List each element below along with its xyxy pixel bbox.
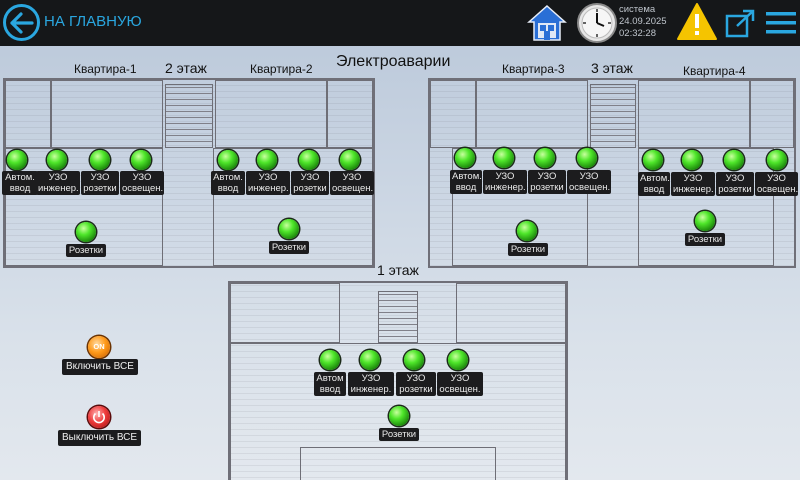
indicator-apt4-rcd-outlets xyxy=(724,150,744,170)
stairs xyxy=(590,84,636,148)
indicator-apt3-rcd-lighting xyxy=(577,148,597,168)
system-label: система xyxy=(619,4,656,15)
indicator-apt3-auto-input xyxy=(455,148,475,168)
system-time: 02:32:28 xyxy=(619,28,656,39)
indicator-apt2-rcd-engineering xyxy=(257,150,277,170)
floor-1-label: 1 этаж xyxy=(377,262,419,278)
enable-all-button[interactable]: Включить ВСЕ xyxy=(62,359,138,375)
tag-apt3-outlets: Розетки xyxy=(508,243,548,256)
indicator-apt1-outlets xyxy=(76,222,96,242)
power-off-icon[interactable] xyxy=(88,406,110,428)
indicator-apt1-rcd-outlets xyxy=(90,150,110,170)
stairs xyxy=(378,291,418,343)
system-date: 24.09.2025 xyxy=(619,16,667,27)
tag-apt4-auto-input: Автом.ввод xyxy=(638,172,670,196)
top-bar: НА ГЛАВНУЮ система 24.09.2025 02:32:28 xyxy=(0,0,800,46)
tag-apt1-auto-input: Автом.ввод xyxy=(2,171,38,195)
indicator-apt4-rcd-lighting xyxy=(767,150,787,170)
tag-apt1-outlets: Розетки xyxy=(66,244,106,257)
stairs xyxy=(165,84,213,148)
disable-all-button[interactable]: Выключить ВСЕ xyxy=(58,430,142,446)
indicator-apt4-auto-input xyxy=(643,150,663,170)
indicator-floor1-auto-input xyxy=(320,350,340,370)
indicator-floor1-rcd-outlets xyxy=(404,350,424,370)
apartment-1-title: Квартира-1 xyxy=(74,62,137,76)
floor-3-label: 3 этаж xyxy=(591,60,633,76)
tag-apt3-auto-input: Автом.ввод xyxy=(450,170,482,194)
menu-icon[interactable] xyxy=(764,8,798,38)
tag-apt4-outlets: Розетки xyxy=(685,233,725,246)
indicator-apt3-rcd-engineering xyxy=(494,148,514,168)
indicator-apt2-rcd-outlets xyxy=(299,150,319,170)
indicator-floor1-rcd-lighting xyxy=(448,350,468,370)
indicator-floor1-rcd-engineering xyxy=(360,350,380,370)
indicator-floor1-outlets xyxy=(389,406,409,426)
indicator-apt2-rcd-lighting xyxy=(340,150,360,170)
indicator-apt4-outlets xyxy=(695,211,715,231)
indicator-apt1-auto-input xyxy=(7,150,27,170)
tag-apt2-outlets: Розетки xyxy=(269,241,309,254)
back-label[interactable]: НА ГЛАВНУЮ xyxy=(44,13,142,30)
indicator-apt3-outlets xyxy=(517,221,537,241)
indicator-apt4-rcd-engineering xyxy=(682,150,702,170)
arrow-left-icon xyxy=(10,12,34,34)
home-icon[interactable] xyxy=(527,3,567,43)
system-datetime: система 24.09.2025 02:32:28 xyxy=(619,4,667,40)
apartment-3-title: Квартира-3 xyxy=(502,62,565,76)
floor-2-label: 2 этаж xyxy=(165,60,207,76)
apartment-2-title: Квартира-2 xyxy=(250,62,313,76)
indicator-apt2-auto-input xyxy=(218,150,238,170)
page-title: Электроаварии xyxy=(336,53,451,70)
apartment-4-title: Квартира-4 xyxy=(683,64,746,78)
power-symbol-icon xyxy=(93,411,105,424)
power-on-icon[interactable]: ON xyxy=(88,336,110,358)
indicator-apt2-outlets xyxy=(279,219,299,239)
back-button[interactable] xyxy=(3,4,40,41)
indicator-apt3-rcd-outlets xyxy=(535,148,555,168)
tag-floor1-outlets: Розетки xyxy=(379,428,419,441)
clock-icon xyxy=(577,3,617,43)
tag-apt2-auto-input: Автом.ввод xyxy=(211,171,245,195)
indicator-apt1-rcd-lighting xyxy=(131,150,151,170)
indicator-apt1-rcd-engineering xyxy=(47,150,67,170)
popout-window-icon[interactable] xyxy=(725,8,757,38)
warning-icon[interactable] xyxy=(676,2,718,42)
